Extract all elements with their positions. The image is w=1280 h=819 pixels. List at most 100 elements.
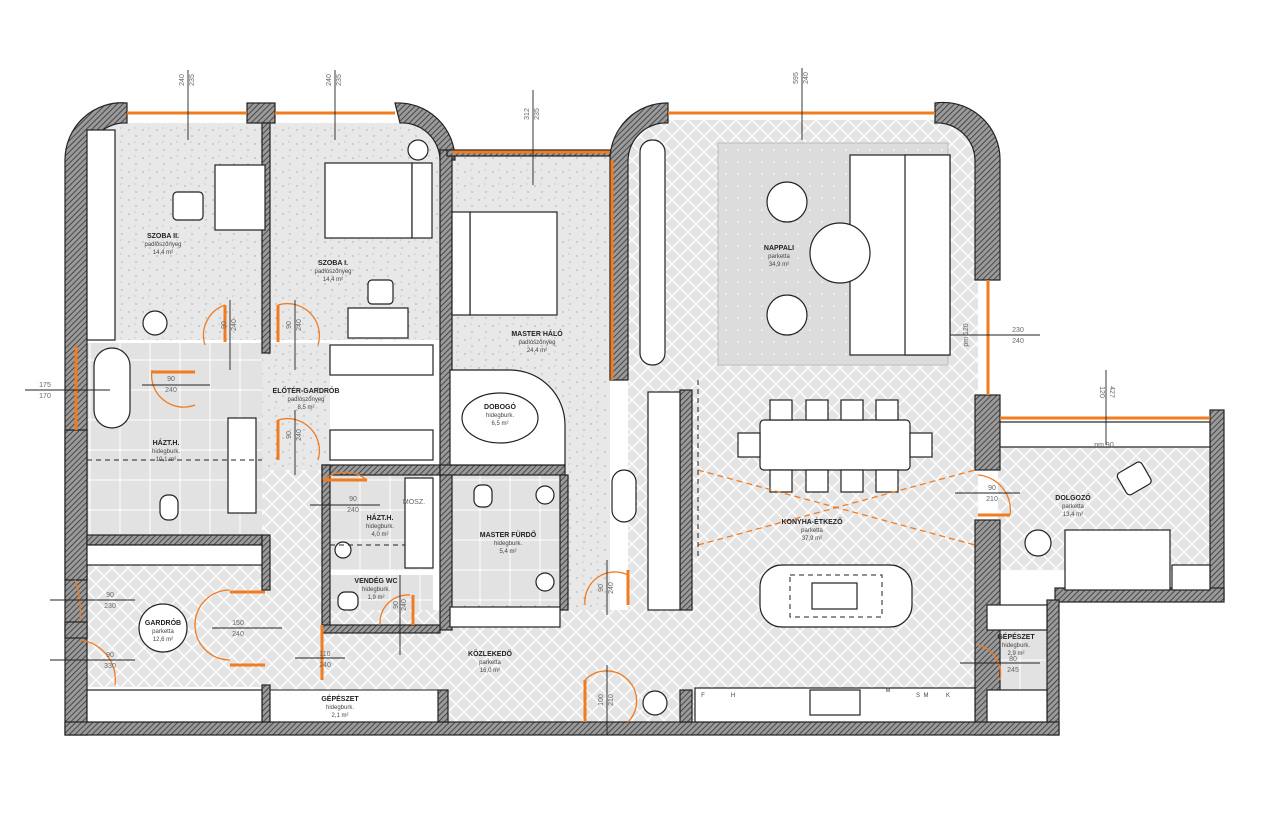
desk	[214, 164, 266, 231]
dim-b: 235	[534, 108, 541, 120]
parapet-note: pm 90	[1094, 442, 1114, 449]
room-label-gardrob: GARDRÓB parketta 12,6 m²	[145, 618, 181, 643]
chair	[367, 279, 394, 305]
dim-a: 90	[598, 584, 605, 592]
svg-text:14,4 m²: 14,4 m²	[153, 250, 173, 256]
chair	[909, 432, 933, 458]
svg-text:VENDÉG WC: VENDÉG WC	[354, 576, 397, 585]
dim-a: 90	[167, 376, 175, 383]
dim-a: 427	[1108, 386, 1115, 398]
svg-text:12,6 m²: 12,6 m²	[153, 637, 173, 643]
windows	[74, 111, 1210, 430]
dimension-lines	[25, 68, 1107, 735]
nightstand	[451, 211, 471, 316]
chair	[805, 469, 829, 493]
svg-text:HÁZT.H.: HÁZT.H.	[153, 438, 180, 447]
svg-text:parketta: parketta	[152, 629, 174, 635]
floor-corridor-left	[262, 470, 322, 635]
washbasin	[535, 485, 555, 505]
dim-b: 235	[336, 74, 343, 86]
svg-text:padlószőnyeg: padlószőnyeg	[144, 242, 181, 248]
svg-text:GARDRÓB: GARDRÓB	[145, 618, 181, 627]
chair	[840, 399, 864, 421]
svg-text:5,4 m²: 5,4 m²	[499, 549, 516, 555]
chair	[172, 191, 204, 221]
wardrobe	[86, 129, 116, 341]
svg-text:hidegburk.: hidegburk.	[1002, 643, 1030, 649]
appliance-label: K	[946, 693, 950, 699]
dim-b: 245	[1007, 667, 1019, 674]
dim-a: 312	[524, 108, 531, 120]
sink-counter	[227, 417, 257, 514]
svg-text:KÖZLEKEDŐ: KÖZLEKEDŐ	[468, 649, 513, 658]
chair	[737, 432, 761, 458]
dim-b: 240	[608, 582, 615, 594]
dim-b: 330	[104, 663, 116, 670]
room-label-hazt-h-small: HÁZT.H.hidegburk.4,0 m²	[366, 513, 394, 538]
chair	[769, 469, 793, 493]
dim-b: 210	[608, 694, 615, 706]
room-label-szoba-ii: SZOBA II. padlószőnyeg 14,4 m²	[144, 233, 181, 256]
dimension-labels: 240 235 240 235 312 235 595 240 230 240 …	[39, 72, 1115, 706]
chair	[1116, 461, 1152, 496]
dim-a: 110	[319, 651, 330, 658]
dim-b: 240	[232, 631, 244, 638]
washbasin	[535, 572, 555, 592]
svg-text:padlószőnyeg: padlószőnyeg	[518, 340, 555, 346]
side-table	[142, 310, 168, 336]
dim-a: 230	[1012, 327, 1024, 334]
svg-text:10,1 m²: 10,1 m²	[156, 457, 176, 463]
svg-text:6,5 m²: 6,5 m²	[491, 421, 508, 427]
svg-text:34,9 m²: 34,9 m²	[769, 262, 789, 268]
desk-counter	[999, 421, 1211, 448]
svg-text:parketta: parketta	[801, 528, 823, 534]
dim-b: 240	[803, 72, 810, 84]
dim-b: 235	[189, 74, 196, 86]
dim-b: 170	[39, 393, 51, 400]
dim-a: 100	[598, 694, 605, 706]
chair	[840, 469, 864, 493]
svg-text:13,4 m²: 13,4 m²	[1063, 512, 1083, 518]
doors	[74, 302, 1012, 723]
svg-text:hidegburk.: hidegburk.	[152, 449, 180, 455]
svg-text:14,4 m²: 14,4 m²	[323, 277, 343, 283]
dim-a: 240	[326, 74, 333, 86]
dim-b: 240	[401, 599, 408, 611]
storage	[986, 604, 1048, 631]
wardrobe	[86, 689, 263, 723]
armchair	[766, 294, 808, 336]
wardrobe	[329, 344, 434, 376]
wardrobe	[329, 429, 434, 461]
chair	[875, 469, 899, 493]
svg-text:2,9 m²: 2,9 m²	[1007, 651, 1024, 657]
dim-a: 90	[106, 592, 114, 599]
coffee-table	[809, 222, 871, 284]
dim-b: 240	[231, 319, 238, 331]
svg-text:SZOBA II.: SZOBA II.	[147, 233, 179, 240]
sofa-back	[904, 154, 951, 356]
svg-text:hidegburk.: hidegburk.	[366, 524, 394, 530]
svg-text:16,0 m²: 16,0 m²	[480, 668, 500, 674]
ottoman	[138, 603, 188, 653]
dim-b: 210	[986, 496, 998, 503]
svg-text:HÁZT.H.: HÁZT.H.	[367, 513, 394, 522]
dim-a: 90	[221, 321, 228, 329]
appliance-label: H	[731, 693, 735, 699]
dining-table	[759, 419, 911, 471]
desk	[347, 307, 409, 339]
sofa-bed	[1064, 529, 1171, 591]
wardrobe	[86, 544, 263, 566]
island-outline	[789, 574, 883, 618]
dim-b: 240	[1012, 338, 1024, 345]
dim-a: 175	[39, 382, 51, 389]
